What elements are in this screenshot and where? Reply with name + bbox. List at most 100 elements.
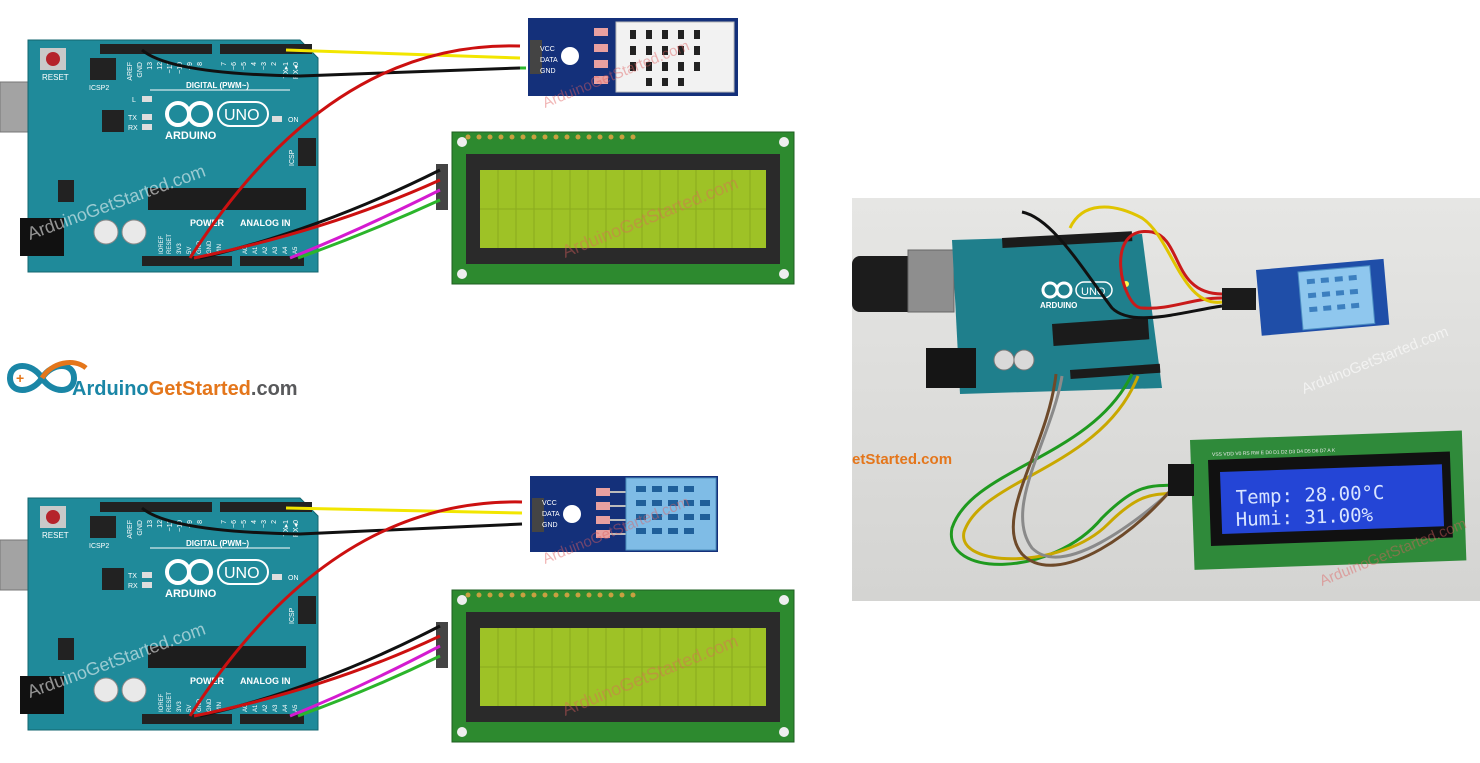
- pin-label-6: ~6: [231, 520, 238, 528]
- pin-label-10: ~10: [177, 520, 184, 532]
- pin-label-8: 8: [197, 62, 204, 66]
- digital-header-right: [220, 44, 312, 54]
- power-header: [142, 714, 232, 724]
- icsp2-header: [90, 58, 116, 80]
- brand-part-arduino: Arduino: [72, 378, 149, 400]
- analog-label: ANALOG IN: [240, 218, 291, 228]
- pin-label-gnd1: GND: [197, 240, 203, 254]
- lcd-mount-hole: [779, 727, 789, 737]
- icsp-label: ICSP: [289, 149, 296, 166]
- pin-label-7: 7: [221, 62, 228, 66]
- atmega-chip: [148, 646, 306, 668]
- sensor-gnd-label: GND: [540, 68, 556, 75]
- photo-lcd-pin-labels: VSS VDD V0 RS RW E D0 D1 D2 D3 D4 D5 D6 …: [1212, 448, 1336, 458]
- photo-lcd-screen: [1220, 464, 1445, 534]
- led-tx: [142, 114, 152, 120]
- pin-label-3: ~3: [261, 520, 268, 528]
- pin-label-2: 2: [271, 62, 278, 66]
- voltage-regulator: [58, 180, 74, 202]
- pin-label-a5: A5: [293, 704, 299, 712]
- reset-button-cap: [46, 52, 60, 66]
- photo-partial-logo: etStarted.com: [852, 451, 952, 468]
- dht22-grille: [630, 30, 700, 86]
- photo-lcd-line-2: Humi: 31.00%: [1235, 504, 1374, 531]
- photo-wire-red: [1119, 230, 1223, 310]
- usb-plug: [907, 249, 955, 313]
- wire-red-lcd: [193, 634, 441, 718]
- sensor-vcc-label: VCC: [542, 500, 557, 507]
- lcd-mount-hole: [457, 727, 467, 737]
- lcd-mount-hole: [779, 137, 789, 147]
- capacitor: [121, 219, 147, 245]
- photo-dht11-housing: [1297, 265, 1376, 331]
- wires-bottom: [141, 500, 523, 718]
- brand-part-getstarted: GetStarted: [148, 378, 251, 400]
- led-on: [272, 574, 282, 580]
- photo-sensor-wires: [1021, 205, 1223, 320]
- pin-label-a1: A1: [253, 246, 259, 254]
- pin-label-a1: A1: [253, 704, 259, 712]
- pin-label-1: TX▸1: [283, 520, 290, 536]
- photo-lcd-connector: [1168, 464, 1194, 496]
- digital-pin-labels: AREF GND 13 12 ~11 ~10 ~9 8 7 ~6 ~5 4 ~3…: [127, 62, 300, 81]
- wire-black: [141, 506, 523, 536]
- sensor-pads: [594, 28, 608, 84]
- wire-green-lcd: [297, 198, 441, 260]
- usb-chip: [102, 110, 124, 132]
- sensor-leads: [610, 491, 628, 535]
- lcd-header-pins: [465, 134, 636, 140]
- icsp-label: ICSP: [289, 607, 296, 624]
- arduino-logo: UNO ARDUINO: [165, 559, 269, 600]
- pin-label-2: 2: [271, 520, 278, 524]
- site-logo: + ArduinoGetStarted.com: [2, 350, 342, 401]
- pin-label-a4: A4: [283, 246, 289, 254]
- brand-text: ArduinoGetStarted.com: [72, 378, 298, 401]
- wire-green-lcd: [297, 654, 441, 718]
- lcd-i2c-header: [436, 164, 448, 210]
- lcd-mount-hole: [457, 137, 467, 147]
- pin-label-5v: 5V: [187, 705, 193, 712]
- led-on: [272, 116, 282, 122]
- power-pin-labels: IOREF RESET 3V3 5V GND GND VIN A0 A1 A2 …: [159, 234, 299, 254]
- capacitor: [121, 677, 147, 703]
- usb-cable: [852, 256, 922, 312]
- photo-lcd-wires: [949, 373, 1190, 567]
- dht22-pin-header: [530, 40, 542, 74]
- led-rx: [142, 124, 152, 130]
- mounting-hole: [561, 47, 579, 65]
- wire-pink: [289, 188, 441, 260]
- sensor-data-label: DATA: [540, 57, 558, 64]
- pin-label-aref: AREF: [127, 520, 134, 539]
- photo-wire-grey: [1021, 375, 1190, 559]
- power-label: POWER: [190, 676, 225, 686]
- power-label: POWER: [190, 218, 225, 228]
- photo-lcd-line-1: Temp: 28.00°C: [1235, 482, 1384, 509]
- pin-label-0: RX◂0: [293, 62, 300, 79]
- pin-label-5v: 5V: [187, 247, 193, 254]
- photo-power-jack: [926, 348, 976, 388]
- power-pin-labels: IOREF RESET 3V3 5V GND GND VIN A0 A1 A2 …: [159, 692, 299, 712]
- pin-label-7: 7: [221, 520, 228, 524]
- photo-wire-yellow-lcd: [962, 375, 1189, 561]
- photo-wire-brown: [1011, 373, 1190, 567]
- analog-label: ANALOG IN: [240, 676, 291, 686]
- pin-label-gnd2: GND: [207, 698, 213, 712]
- icsp2-header: [90, 516, 116, 538]
- pin-label-gnd: GND: [137, 62, 144, 78]
- lcd-mount-hole: [457, 269, 467, 279]
- wire-red: [188, 500, 523, 717]
- lcd-mount-hole: [779, 595, 789, 605]
- lcd-mount-hole: [457, 595, 467, 605]
- led-rx: [142, 582, 152, 588]
- wire-yellow: [285, 506, 523, 515]
- reset-label: RESET: [42, 531, 69, 540]
- icsp2-label: ICSP2: [89, 85, 109, 92]
- reset-button-cap: [46, 510, 60, 524]
- dht11-pin-header: [532, 498, 544, 532]
- usb-chip: [102, 568, 124, 590]
- pin-label-gnd1: GND: [197, 698, 203, 712]
- mounting-hole: [563, 505, 581, 523]
- lcd-character-grid: [480, 170, 766, 248]
- led-tx-label: TX: [128, 573, 137, 580]
- led-l: [142, 96, 152, 102]
